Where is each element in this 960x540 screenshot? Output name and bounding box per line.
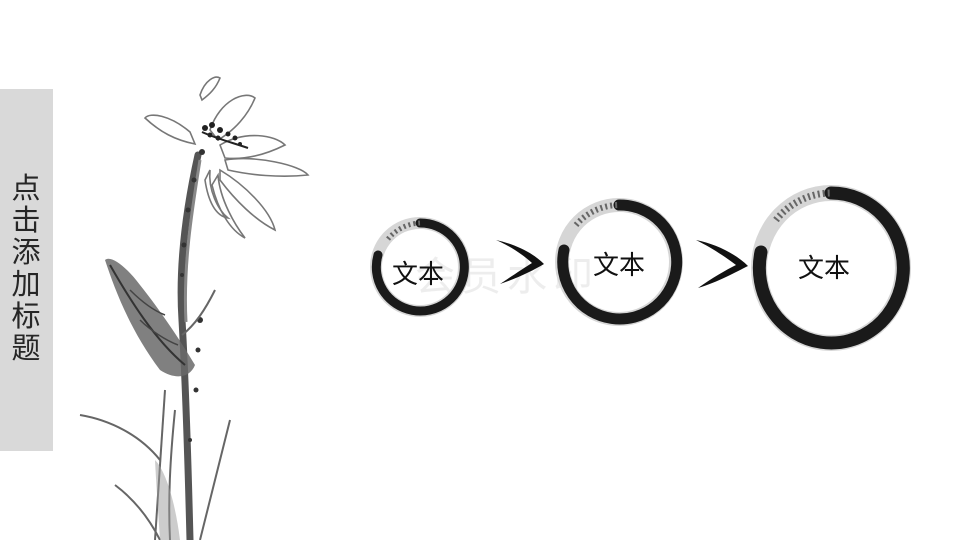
node-label-1[interactable]: 文本 xyxy=(392,260,445,290)
slide-title[interactable]: 点击添加标题 xyxy=(11,171,41,365)
node-label-2[interactable]: 文本 xyxy=(593,251,646,281)
title-bar xyxy=(0,89,53,451)
ink-circle-icon xyxy=(555,198,683,326)
ink-circle-icon xyxy=(751,185,911,351)
brush-arrow-icon xyxy=(696,240,748,288)
ink-circle-icon xyxy=(370,217,470,317)
brush-arrow-icon xyxy=(496,240,544,284)
lotus-painting-icon xyxy=(79,76,310,540)
node-label-3[interactable]: 文本 xyxy=(798,254,851,284)
